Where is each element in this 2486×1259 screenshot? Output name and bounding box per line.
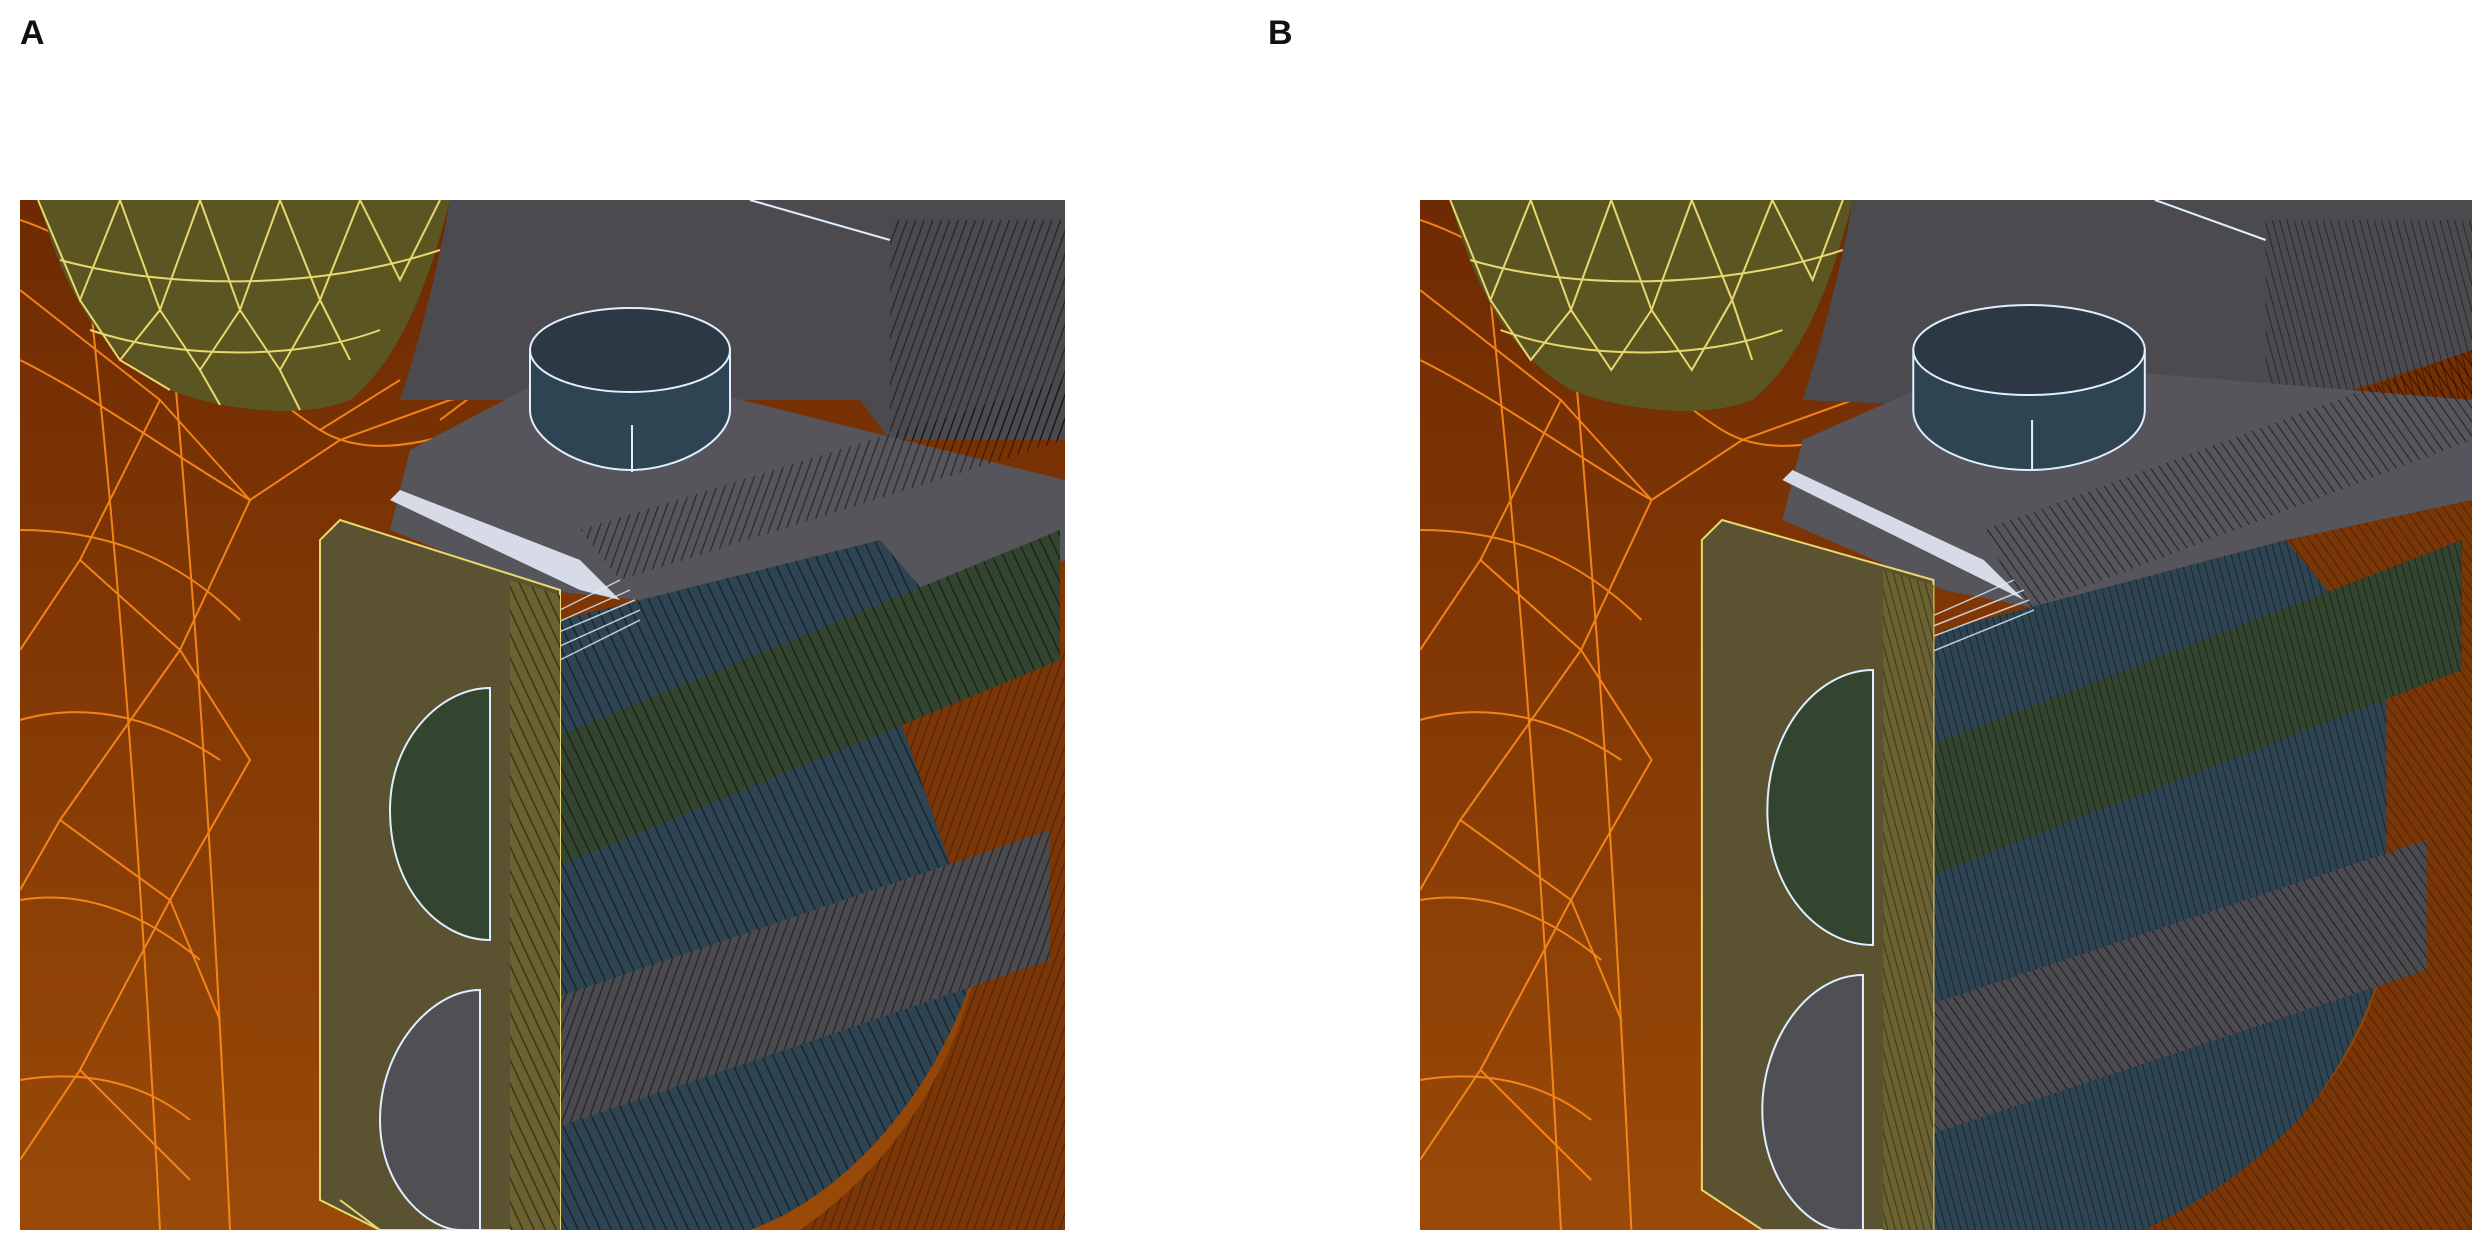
green-screw-head — [1766, 668, 1875, 947]
grey-screw-head — [1761, 973, 1864, 1230]
green-screw-head — [388, 686, 491, 942]
implant-mesh — [1449, 200, 1844, 372]
implant-cup — [38, 200, 450, 411]
implant-mesh — [37, 200, 441, 411]
panel-a-label: A — [20, 14, 45, 52]
bone-mesh — [1420, 200, 2025, 1230]
panel-b-label: B — [1268, 14, 1293, 52]
bolt-head — [529, 307, 731, 472]
bolt-head — [1912, 304, 2146, 472]
panel-a-render — [20, 200, 1065, 1230]
grey-screw-head — [378, 988, 481, 1230]
panel-b-render — [1420, 200, 2472, 1230]
bone-mesh — [20, 200, 621, 1230]
